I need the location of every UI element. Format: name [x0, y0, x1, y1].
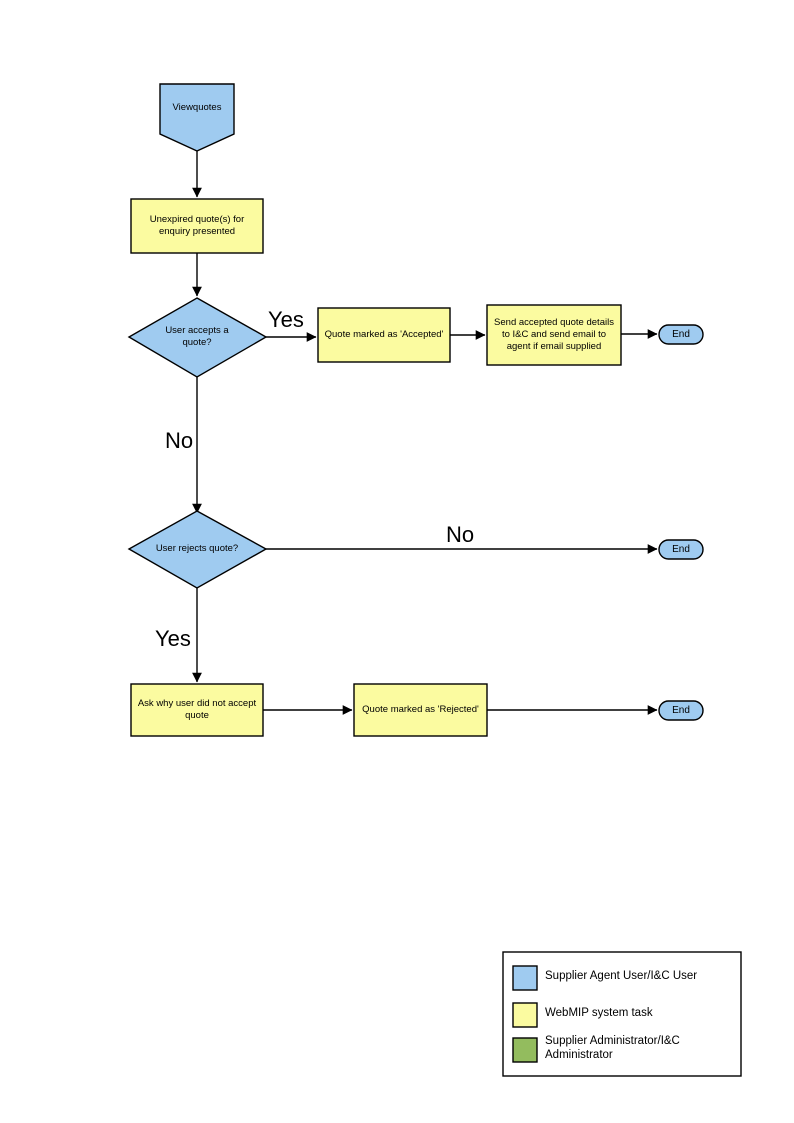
- legend-item-label-system: WebMIP system task: [545, 1007, 653, 1019]
- legend-swatch-user: [512, 965, 538, 991]
- node-decision-user-accepts[interactable]: [127, 297, 268, 378]
- edge-label-accepts-no: No: [165, 428, 194, 453]
- node-end-3-label: End: [672, 705, 690, 716]
- node-quote-marked-rejected[interactable]: [353, 683, 488, 737]
- node-quote-marked-accepted[interactable]: [317, 307, 451, 363]
- node-end-1[interactable]: [658, 324, 704, 345]
- edge-label-rejects-no: No: [446, 522, 475, 547]
- node-end-1-label: End: [672, 329, 690, 340]
- node-ask-why-not-accepted[interactable]: [130, 683, 264, 737]
- legend-item-label-user: Supplier Agent User/I&C User: [545, 970, 698, 982]
- edge-label-rejects-yes: Yes: [155, 626, 191, 651]
- node-unexpired-quotes[interactable]: [130, 198, 264, 254]
- node-send-accepted-details[interactable]: [486, 304, 622, 366]
- node-end-2-label: End: [672, 544, 690, 555]
- legend-panel: [502, 951, 742, 1077]
- node-end-2[interactable]: [658, 539, 704, 560]
- legend-swatch-system: [512, 1002, 538, 1028]
- edge-label-accepts-yes: Yes: [268, 307, 304, 332]
- node-decision-user-rejects[interactable]: [127, 510, 268, 589]
- node-start-viewquotes[interactable]: [159, 83, 235, 152]
- legend-item-label-admin: Supplier Administrator/I&C Administrator: [545, 1035, 680, 1061]
- node-end-3[interactable]: [658, 700, 704, 721]
- legend-swatch-admin: [512, 1037, 538, 1063]
